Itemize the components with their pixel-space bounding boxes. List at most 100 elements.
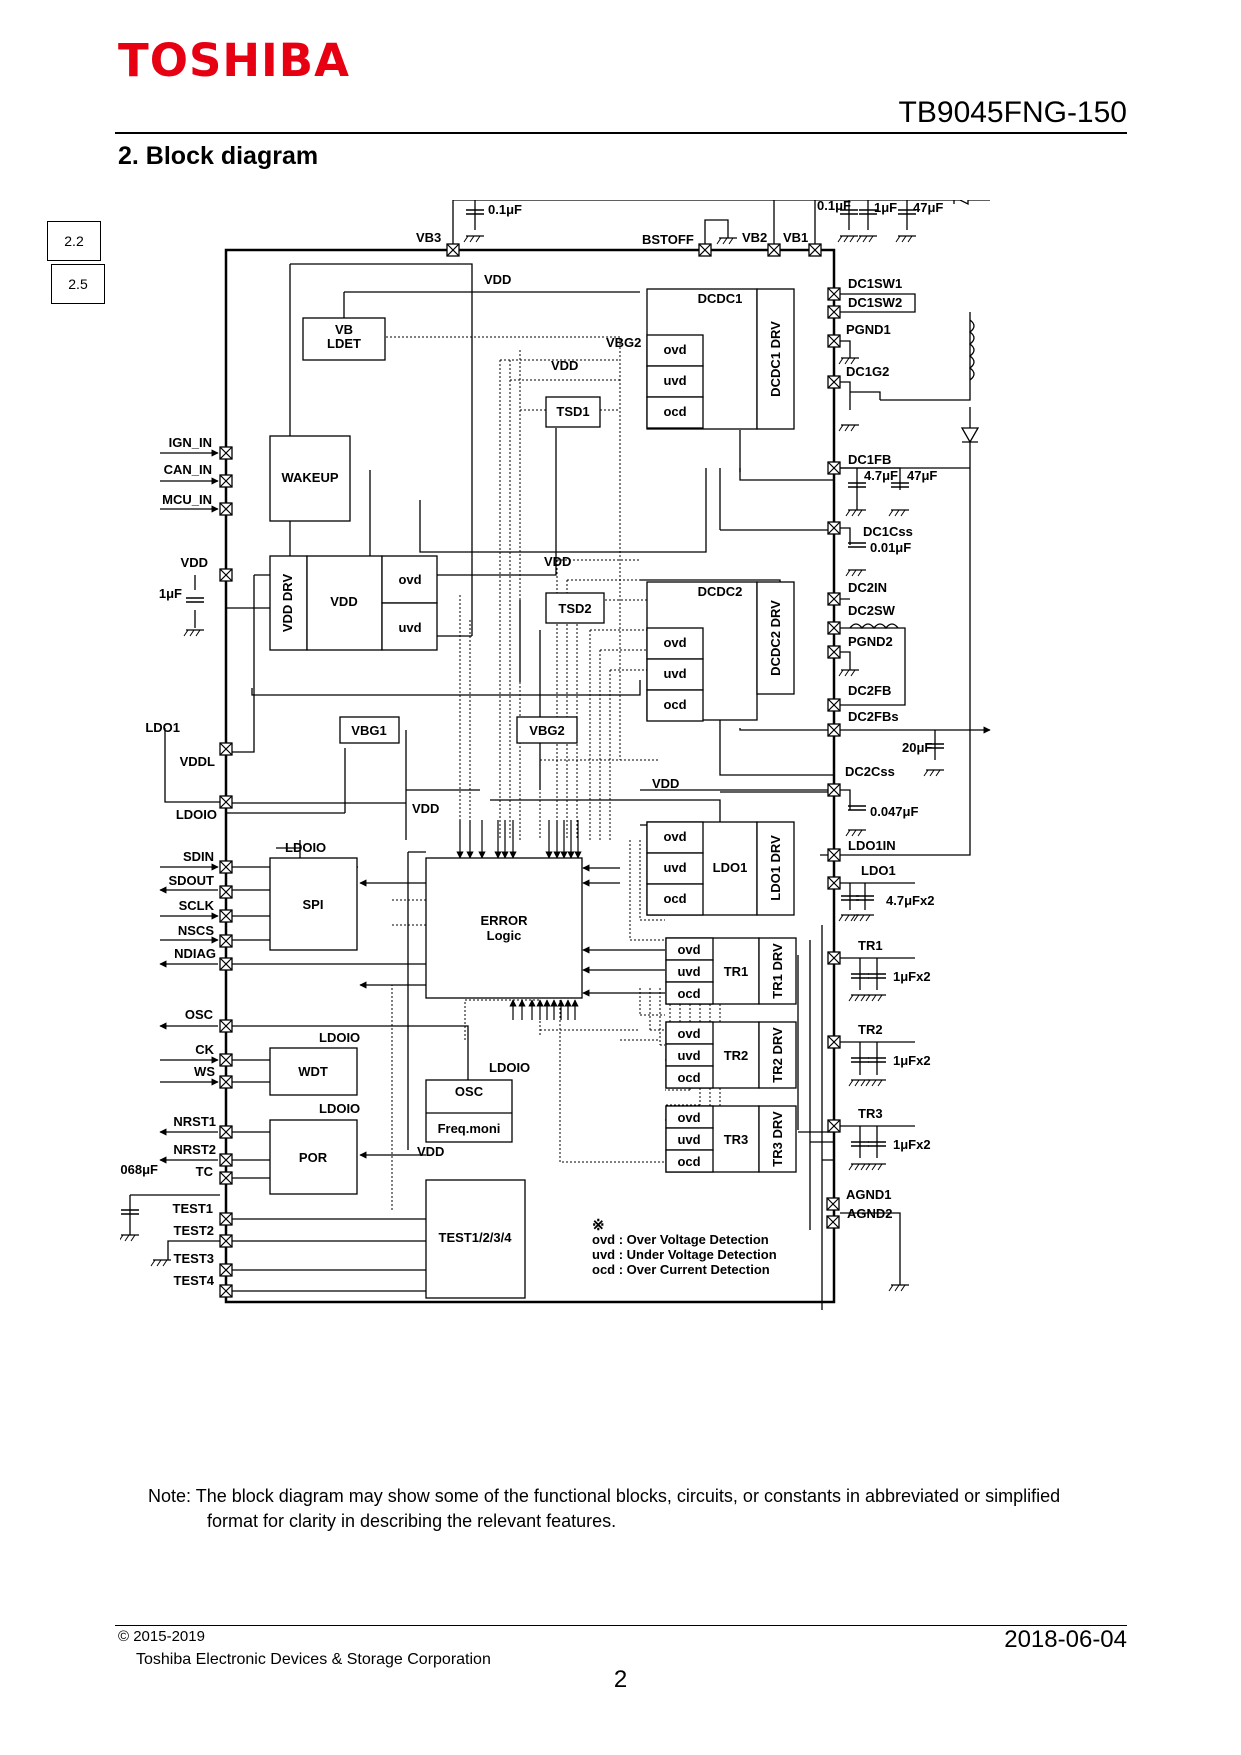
internal-vdd: VDD — [544, 554, 571, 569]
test-label: TEST1/2/3/4 — [439, 1230, 513, 1245]
vbldet-block — [302, 317, 386, 361]
vdd-label: VDD — [330, 594, 357, 609]
vdd-uvd — [381, 602, 438, 651]
ldo1-drv-label: LDO1 DRV — [768, 835, 783, 901]
osc-label: OSC — [455, 1084, 484, 1099]
cap-dc1fb-a: 4.7μF — [864, 468, 898, 483]
pin-dc2fb: DC2FB — [848, 683, 891, 698]
note-text: Note: The block diagram may show some of… — [148, 1484, 1128, 1534]
vdd-block — [306, 555, 383, 651]
por-block — [269, 1119, 358, 1195]
ocd-label: ocd — [663, 697, 686, 712]
revision-mark: 2.5 — [51, 264, 105, 304]
uvd-label: uvd — [663, 666, 686, 681]
freq-moni-label: Freq.moni — [438, 1121, 501, 1136]
pin-test2: TEST2 — [174, 1223, 214, 1238]
ocd-label: ocd — [677, 1154, 700, 1169]
pin-test4: TEST4 — [174, 1273, 215, 1288]
tsd1-label: TSD1 — [556, 404, 589, 419]
pin-nrst2: NRST2 — [173, 1142, 216, 1157]
internal-vdd: VDD — [484, 272, 511, 287]
tr1-drv-block — [758, 937, 797, 1005]
tsd2-label: TSD2 — [558, 601, 591, 616]
cap-dc2fb: 20μF — [902, 740, 932, 755]
pin-nscs: NSCS — [178, 923, 214, 938]
dcdc1-drv-label: DCDC1 DRV — [768, 321, 783, 397]
internal-ldoio: LDOIO — [319, 1030, 360, 1045]
uvd-label: uvd — [663, 373, 686, 388]
copyright: © 2015-2019 — [118, 1628, 205, 1645]
pin-vddl: VDDL — [180, 754, 215, 769]
wakeup-block — [269, 435, 351, 522]
vbg1-label: VBG1 — [351, 723, 386, 738]
pin-ldo1: LDO1 — [145, 720, 180, 735]
ovd-label: ovd — [677, 942, 700, 957]
uvd-label: uvd — [677, 1132, 700, 1147]
cap-ldo1: 4.7μFx2 — [886, 893, 934, 908]
internal-vdd: VDD — [652, 776, 679, 791]
tr2-label: TR2 — [724, 1048, 749, 1063]
error-logic-label: ERROR — [481, 913, 529, 928]
tr2-drv-block — [758, 1021, 797, 1089]
internal-vdd: VDD — [417, 1144, 444, 1159]
spi-label: SPI — [303, 897, 324, 912]
pin-sdout: SDOUT — [169, 873, 215, 888]
internal-vdd: VDD — [551, 358, 578, 373]
ocd-label: ocd — [677, 1070, 700, 1085]
pin-test3: TEST3 — [174, 1251, 214, 1266]
pin-dc1g2: DC1G2 — [846, 364, 889, 379]
header-rule — [115, 132, 1127, 134]
ovd-label: ovd — [663, 635, 686, 650]
pin-dc1sw2: DC1SW2 — [848, 295, 902, 310]
pin-sdin: SDIN — [183, 849, 214, 864]
error-logic-block — [425, 857, 583, 999]
pin-dc2css: DC2Css — [845, 764, 895, 779]
internal-ldoio: LDOIO — [319, 1101, 360, 1116]
ovd-label: ovd — [677, 1026, 700, 1041]
tr3-drv-block — [758, 1105, 797, 1173]
page-number: 2 — [613, 1666, 628, 1693]
pin-test1: TEST1 — [173, 1201, 213, 1216]
internal-vbg2: VBG2 — [606, 335, 641, 350]
diode-plusb — [953, 200, 969, 206]
ocd-label: ocd — [677, 986, 700, 1001]
pin-pgnd2: PGND2 — [848, 634, 893, 649]
dcdc2-drv-label: DCDC2 DRV — [768, 600, 783, 676]
company-name: Toshiba Electronic Devices & Storage Cor… — [136, 1651, 491, 1668]
wdt-block — [269, 1047, 358, 1096]
pin-ldo1in: LDO1IN — [848, 838, 896, 853]
cap-vdd: 1μF — [159, 586, 182, 601]
section-title: 2. Block diagram — [118, 142, 319, 170]
cap-tc: 0.068μF — [120, 1162, 158, 1177]
pin-vb2: VB2 — [742, 230, 767, 245]
vbg1-block — [339, 716, 400, 744]
tr2-drv-label: TR2 DRV — [770, 1027, 785, 1083]
pin-sclk: SCLK — [179, 898, 215, 913]
ovd-label: ovd — [663, 342, 686, 357]
internal-vdd: VDD — [412, 801, 439, 816]
document-number: TB9045FNG-150 — [898, 96, 1127, 129]
por-label: POR — [299, 1150, 328, 1165]
pin-dc2fbs: DC2FBs — [848, 709, 899, 724]
tr1-label: TR1 — [724, 964, 749, 979]
ocd-label: ocd — [663, 891, 686, 906]
note-line: Note: The block diagram may show some of… — [148, 1486, 1061, 1506]
pin-ndiag: NDIAG — [174, 946, 216, 961]
uvd-label: uvd — [398, 620, 421, 635]
pin-pgnd1: PGND1 — [846, 322, 891, 337]
wdt-label: WDT — [298, 1064, 328, 1079]
pin-bstoff: BSTOFF — [642, 232, 694, 247]
note-line: format for clarity in describing the rel… — [207, 1511, 617, 1531]
error-logic-label: Logic — [487, 928, 522, 943]
pin-tr1: TR1 — [858, 938, 883, 953]
dcdc2-label: DCDC2 — [698, 584, 743, 599]
pin-dc1fb: DC1FB — [848, 452, 891, 467]
uvd-label: uvd — [677, 1048, 700, 1063]
legend-uvd: uvd : Under Voltage Detection — [592, 1247, 777, 1262]
tr3-label: TR3 — [724, 1132, 749, 1147]
inductor-dc1 — [968, 319, 975, 381]
tr1-drv-label: TR1 DRV — [770, 943, 785, 999]
pin-tc: TC — [196, 1164, 214, 1179]
vbg2-label: VBG2 — [529, 723, 564, 738]
pin-can-in: CAN_IN — [164, 462, 212, 477]
